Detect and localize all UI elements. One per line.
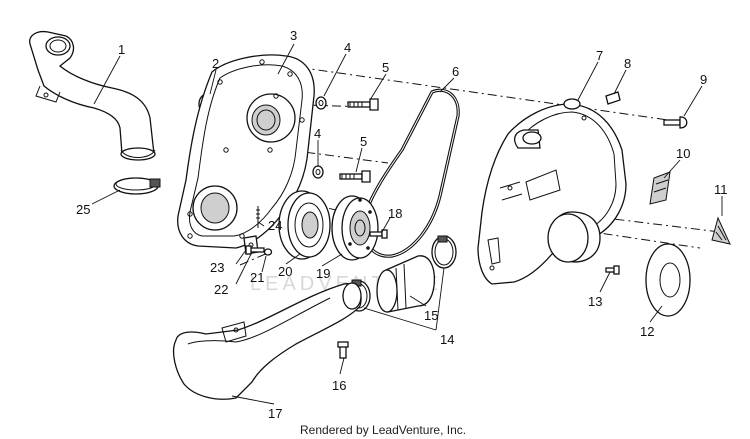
callout-3: 3	[290, 28, 297, 43]
cover-disc-12	[645, 243, 691, 317]
pulley-19	[331, 195, 379, 261]
callout-12: 12	[640, 324, 654, 339]
nut-21	[263, 248, 273, 256]
warning-label-11	[711, 216, 731, 245]
callout-21: 21	[250, 270, 264, 285]
callout-6: 6	[452, 64, 459, 79]
callout-17: 17	[268, 406, 282, 421]
screw-16	[337, 341, 349, 359]
callout-11: 11	[714, 182, 728, 197]
bolt-5-lower	[339, 170, 371, 183]
outer-clutch-cover-7	[477, 98, 627, 285]
callout-14: 14	[440, 332, 454, 347]
callout-20: 20	[278, 264, 292, 279]
callout-4-lower: 4	[314, 126, 321, 141]
callout-10: 10	[676, 146, 690, 161]
callout-8: 8	[624, 56, 631, 71]
callout-19: 19	[316, 266, 330, 281]
leader-lines	[91, 43, 723, 405]
callout-1: 1	[118, 42, 125, 57]
bolt-5-upper	[347, 98, 379, 111]
callout-16: 16	[332, 378, 346, 393]
callout-15: 15	[424, 308, 438, 323]
screw-18	[369, 229, 388, 239]
callout-5-lower: 5	[360, 134, 367, 149]
intake-duct-lower-17	[172, 282, 362, 400]
callout-4-upper: 4	[344, 40, 351, 55]
callout-2: 2	[212, 56, 219, 71]
seal-20	[278, 190, 331, 260]
washer-4-upper	[315, 96, 327, 110]
callout-25: 25	[76, 202, 90, 217]
callout-24: 24	[268, 218, 282, 233]
intake-duct-upper	[29, 30, 156, 161]
footer-credit: Rendered by LeadVenture, Inc.	[300, 423, 466, 437]
decal-8	[605, 91, 621, 105]
label-10	[649, 171, 671, 205]
stud-24	[256, 206, 260, 228]
screw-13	[605, 265, 620, 275]
drive-belt-6	[362, 88, 460, 258]
callout-18: 18	[388, 206, 402, 221]
callout-22: 22	[214, 282, 228, 297]
callout-7: 7	[596, 48, 603, 63]
flex-hose-15	[376, 255, 436, 313]
callout-9: 9	[700, 72, 707, 87]
callout-5-upper: 5	[382, 60, 389, 75]
washer-4-lower	[312, 165, 324, 179]
hose-clamp-25	[113, 177, 161, 195]
inner-cover-plate-3	[177, 54, 315, 249]
callout-labels: 1 2 3 4 5 6 7 8 9 4 5 10 11 18 24 25 20 …	[76, 28, 728, 421]
screw-9	[663, 116, 688, 129]
callout-23: 23	[210, 260, 224, 275]
callout-13: 13	[588, 294, 602, 309]
hose-clamp-14a	[431, 235, 457, 269]
